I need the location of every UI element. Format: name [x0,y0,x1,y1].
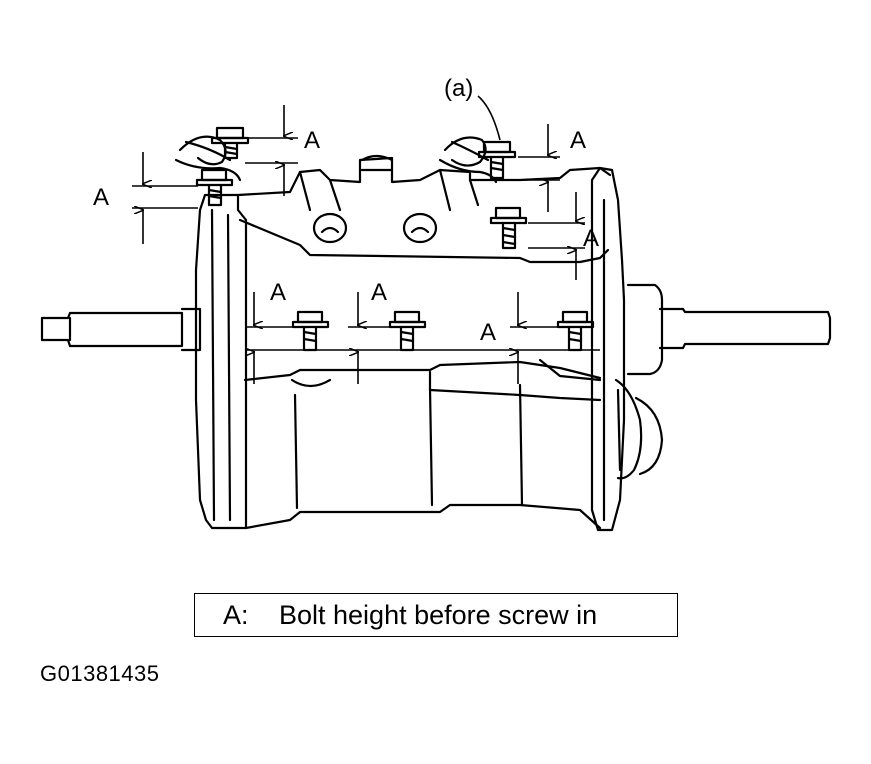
bolt-top-left-1 [210,126,250,160]
bolt-middle-3 [556,310,595,352]
left-shaft [40,307,202,352]
legend-key: A: [223,600,249,630]
case-right-flange [590,166,664,532]
bolt-top-left-2 [195,168,234,207]
dimension-label: A [93,184,109,211]
dimension-label: A [583,225,599,252]
bolt-middle-2 [388,310,427,352]
dimension-lines [132,95,600,384]
callout-label-a: (a) [444,75,473,102]
figure-id: G01381435 [40,661,160,686]
case-body [236,154,612,530]
dimension-label: A [270,279,286,306]
dimension-label: A [371,279,387,306]
bolt-a [477,140,517,180]
dimension-label: A [480,319,496,346]
case-left-flange [194,193,248,530]
legend-box: A: Bolt height before screw in [194,593,678,637]
dimension-label: A [570,127,586,154]
bolt-right-upper [489,206,528,250]
dimension-label: A [304,127,320,154]
right-shaft [626,283,832,376]
legend-text: Bolt height before screw in [279,600,598,630]
bolt-middle-1 [291,310,330,352]
